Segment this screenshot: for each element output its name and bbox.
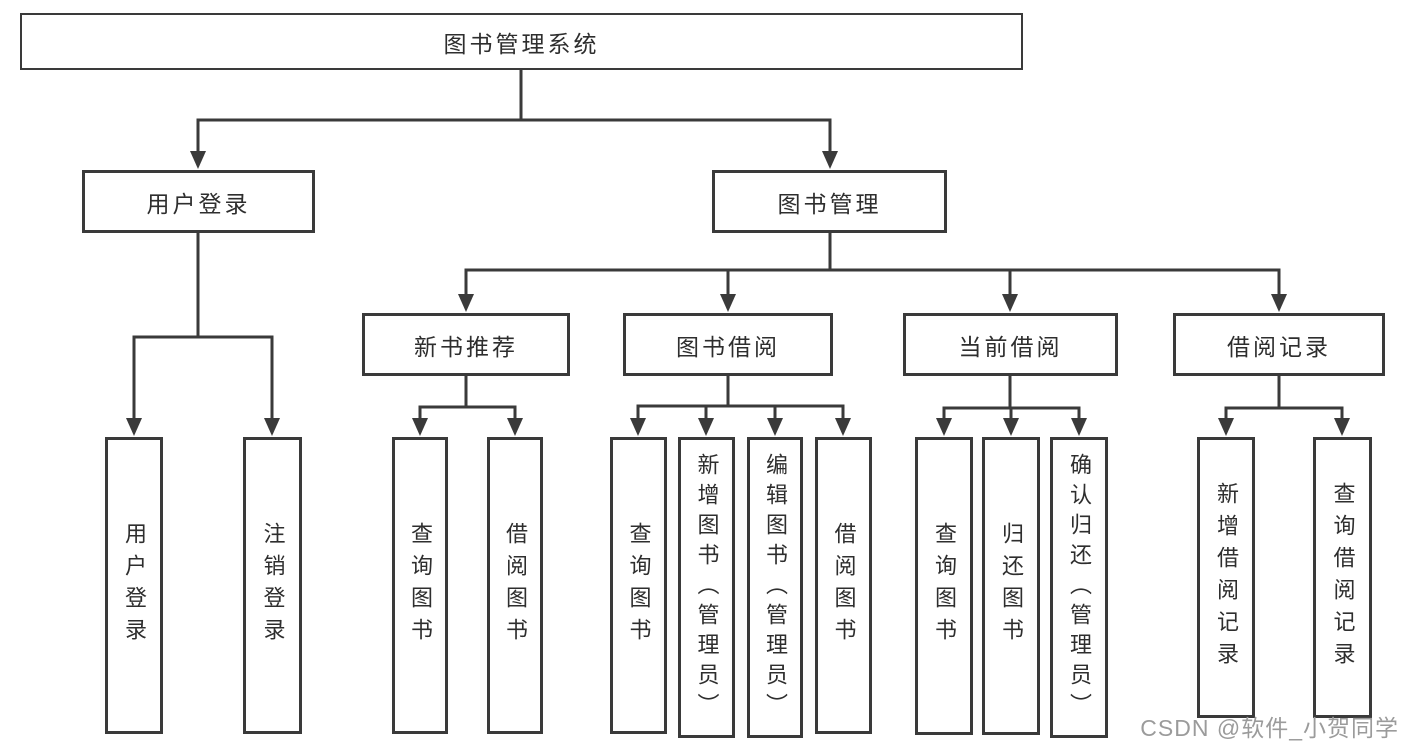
- connector-book-borrow-to-leaves: [630, 376, 851, 436]
- leaf-confirm-return-admin: 确认归还（管理员）: [1050, 437, 1108, 738]
- leaf-query-books-borrowing: 查询图书: [610, 437, 667, 734]
- arrowhead: [720, 294, 736, 312]
- arrowhead: [1271, 294, 1287, 312]
- node-label: 注销登录: [260, 521, 286, 650]
- connector-borrow-records-to-leaves: [1218, 376, 1350, 436]
- arrowhead: [822, 151, 838, 169]
- node-label: 当前借阅: [958, 333, 1063, 360]
- node-new-book-recommendation: 新书推荐: [362, 313, 570, 376]
- arrowhead: [936, 418, 952, 436]
- arrowhead: [630, 418, 646, 436]
- node-label: 查询图书: [932, 522, 957, 650]
- leaf-user-login: 用户登录: [105, 437, 163, 734]
- node-label: 用户登录: [146, 190, 251, 217]
- node-label: 新增借阅记录: [1214, 481, 1239, 674]
- node-label: 图书借阅: [676, 333, 780, 360]
- leaf-query-borrow-record: 查询借阅记录: [1313, 437, 1372, 718]
- leaf-edit-book-admin: 编辑图书（管理员）: [747, 437, 803, 738]
- csdn-watermark: CSDN @软件_小贺同学: [1140, 715, 1399, 741]
- connector-book-mgmt-to-level3: [458, 233, 1287, 312]
- node-label: 图书管理: [777, 190, 882, 217]
- connector-current-borrow-to-leaves: [936, 376, 1087, 436]
- node-label: 查询借阅记录: [1330, 481, 1356, 674]
- node-book-management: 图书管理: [712, 170, 947, 233]
- leaf-logout: 注销登录: [243, 437, 302, 734]
- arrowhead: [190, 151, 206, 169]
- leaf-add-borrow-record: 新增借阅记录: [1197, 437, 1255, 718]
- arrowhead: [1071, 418, 1087, 436]
- leaf-borrow-books: 借阅图书: [815, 437, 872, 734]
- arrowhead: [458, 294, 474, 312]
- node-label: 查询图书: [408, 521, 433, 650]
- arrowhead: [126, 418, 142, 436]
- leaf-query-books-recommendation: 查询图书: [392, 437, 448, 734]
- node-label: 查询图书: [626, 521, 652, 650]
- node-label: 用户登录: [122, 521, 147, 650]
- node-label: 新增图书（管理员）: [694, 452, 720, 723]
- node-library-management-system: 图书管理系统: [20, 13, 1023, 70]
- arrowhead: [1218, 418, 1234, 436]
- arrowhead: [1334, 418, 1350, 436]
- node-label: 确认归还（管理员）: [1067, 452, 1092, 723]
- node-current-borrowing: 当前借阅: [903, 313, 1118, 376]
- node-label: 归还图书: [999, 522, 1024, 650]
- leaf-return-book: 归还图书: [982, 437, 1040, 735]
- arrowhead: [1002, 294, 1018, 312]
- node-book-borrowing: 图书借阅: [623, 313, 833, 376]
- node-label: 新书推荐: [414, 333, 518, 360]
- arrowhead: [767, 418, 783, 436]
- node-label: 借阅图书: [831, 521, 857, 650]
- arrowhead: [698, 418, 714, 436]
- node-label: 借阅记录: [1227, 333, 1331, 360]
- connector-root-to-level2: [190, 70, 838, 169]
- arrowhead: [1003, 418, 1019, 436]
- leaf-add-book-admin: 新增图书（管理员）: [678, 437, 735, 738]
- node-label: 编辑图书（管理员）: [763, 452, 788, 723]
- arrowhead: [507, 418, 523, 436]
- connector-user-login-to-leaves: [126, 233, 280, 436]
- node-label: 图书管理系统: [443, 30, 600, 57]
- arrowhead: [412, 418, 428, 436]
- arrowhead: [264, 418, 280, 436]
- node-borrowing-records: 借阅记录: [1173, 313, 1385, 376]
- arrowhead: [835, 418, 851, 436]
- node-user-login: 用户登录: [82, 170, 315, 233]
- leaf-borrow-books-recommendation: 借阅图书: [487, 437, 543, 734]
- leaf-query-books-current: 查询图书: [915, 437, 973, 735]
- node-label: 借阅图书: [503, 521, 528, 650]
- connector-new-book-to-leaves: [412, 376, 523, 436]
